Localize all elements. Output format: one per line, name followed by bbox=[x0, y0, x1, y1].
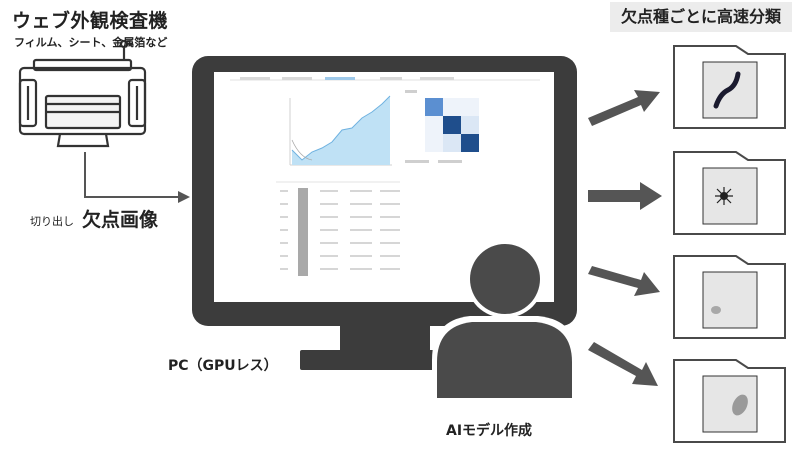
defect-image-label: 欠点画像 bbox=[82, 209, 159, 231]
folder-icon bbox=[673, 151, 786, 235]
subtitle: フィルム、シート、金属箔など bbox=[14, 36, 168, 49]
folder-icon bbox=[673, 359, 786, 443]
classification-arrows bbox=[588, 90, 662, 386]
pc-label: PC（GPUレス） bbox=[168, 358, 278, 374]
folder-icon bbox=[673, 45, 786, 129]
person-icon bbox=[432, 240, 578, 400]
area-chart bbox=[289, 95, 392, 166]
flow-arrow-head bbox=[178, 191, 190, 203]
confusion-matrix bbox=[405, 90, 479, 163]
result-table bbox=[276, 181, 400, 276]
crop-label: 切り出し bbox=[30, 215, 74, 228]
web-inspection-machine-icon bbox=[18, 39, 147, 148]
folder-icon bbox=[673, 255, 786, 339]
classify-label: 欠点種ごとに高速分類 bbox=[610, 2, 792, 32]
screen-content bbox=[230, 77, 540, 276]
flow-arrow bbox=[84, 152, 178, 198]
title: ウェブ外観検査機 bbox=[12, 10, 169, 32]
ai-label: AIモデル作成 bbox=[446, 423, 533, 439]
